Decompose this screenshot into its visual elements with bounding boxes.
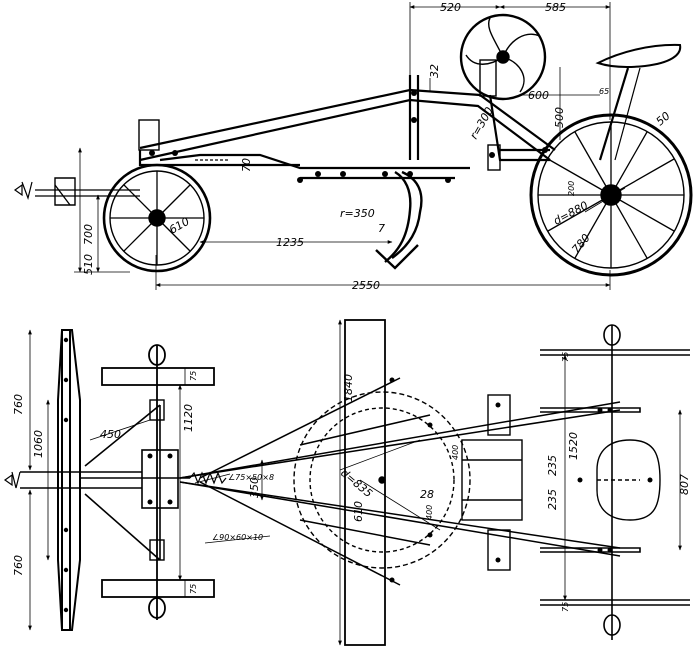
main-frame	[138, 75, 556, 180]
dim-700: 700	[82, 224, 95, 245]
dim-28: 28	[420, 488, 434, 501]
profile-75x50x8: ∠75×50×8	[228, 473, 274, 482]
dim-2550: 2550	[352, 279, 380, 292]
seat	[595, 43, 682, 161]
v-frame	[179, 377, 621, 586]
front-wheels-plan	[101, 344, 215, 620]
dim-500: 500	[553, 107, 566, 128]
front-axle-beam	[57, 329, 81, 631]
mid-brackets	[149, 394, 523, 571]
dim-65: 65	[599, 87, 609, 96]
dim-350: 350	[248, 477, 261, 498]
dim-235-bottom: 235	[546, 489, 559, 510]
dim-32: 32	[428, 64, 441, 78]
hand-wheel	[459, 13, 547, 101]
tie-rods	[35, 159, 230, 206]
plough-share	[375, 170, 423, 270]
dim-520: 520	[440, 1, 461, 14]
dim-70: 70	[240, 158, 253, 172]
rear-axle	[540, 324, 690, 640]
dim-r350: r=350	[340, 207, 375, 220]
dim-r300: r=300	[467, 105, 496, 142]
brackets	[54, 59, 501, 206]
rear-wheel	[529, 113, 693, 277]
dim-75-rear-top: 75	[561, 352, 570, 362]
plan-dimension-lines	[28, 319, 682, 646]
dim-510: 510	[82, 254, 95, 275]
dim-75-front-bottom: 75	[189, 584, 198, 594]
front-frame-box	[141, 405, 179, 560]
dim-807: 807	[678, 474, 691, 495]
dim-1235: 1235	[276, 236, 304, 249]
dim-600: 600	[528, 89, 549, 102]
dim-780: 780	[569, 231, 592, 255]
dim-7: 7	[378, 222, 385, 235]
dim-235-top: 235	[546, 455, 559, 476]
plan-view	[3, 319, 690, 646]
dim-d880: d=880	[551, 199, 590, 228]
side-view-labels: 520 585 32 600 65 500 50 r=300 70 200 d=…	[82, 1, 673, 292]
dim-d835: d=835	[338, 466, 375, 500]
side-dimension-lines	[74, 2, 626, 290]
dim-1840: 1840	[342, 374, 355, 402]
dim-1120: 1120	[182, 404, 195, 432]
dim-400-top: 400	[451, 445, 460, 460]
bolts	[149, 90, 548, 183]
tow-beam	[20, 404, 190, 561]
plan-view-labels: 760 1060 760 450 1120 75 75 75 75 1840 d…	[12, 352, 691, 612]
dim-200: 200	[567, 181, 576, 196]
plan-bolts	[63, 337, 653, 613]
dim-75-front-top: 75	[189, 371, 198, 381]
dim-610-plan: 610	[352, 501, 365, 522]
vertical-plate	[344, 319, 386, 646]
dim-450: 450	[100, 428, 121, 441]
dim-760-bottom: 760	[12, 555, 25, 576]
ground-arrow-plan	[3, 471, 21, 489]
dim-50: 50	[654, 109, 673, 128]
dim-1060: 1060	[32, 430, 45, 458]
dim-75-rear-bottom: 75	[561, 602, 570, 612]
spring	[189, 471, 227, 485]
dim-400-bottom: 400	[425, 505, 434, 520]
front-wheel	[102, 163, 212, 273]
side-view	[13, 2, 693, 290]
dim-760-top: 760	[12, 394, 25, 415]
dim-585: 585	[545, 1, 566, 14]
central-disc	[293, 391, 471, 569]
dim-1520: 1520	[567, 432, 580, 460]
ground-arrow-left	[13, 181, 33, 201]
profile-90x60x10: ∠90×60×10	[212, 533, 263, 542]
